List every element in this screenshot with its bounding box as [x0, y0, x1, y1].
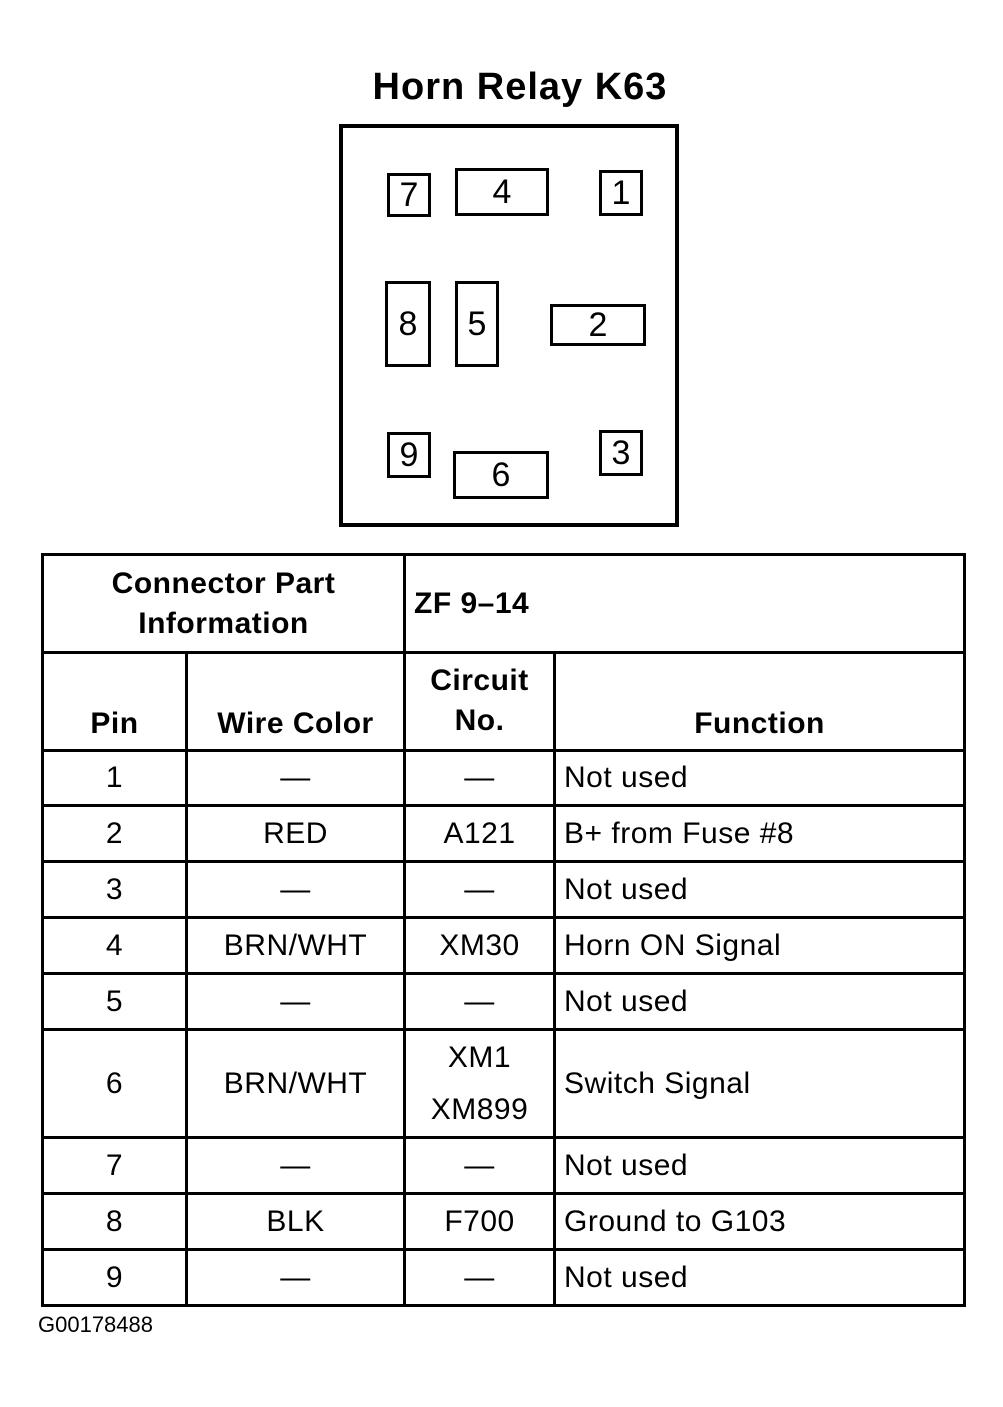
circuit-cell: —: [403, 972, 557, 1031]
function-cell: Switch Signal: [553, 1028, 967, 1139]
connector-info-row: Connector Part Information ZF 9–14: [40, 553, 967, 654]
table-row: 7 — — Not used: [41, 1136, 967, 1195]
header-circuit-line2: No.: [454, 704, 505, 737]
pin-cell: 8: [41, 1192, 188, 1251]
header-pin: Pin: [41, 651, 188, 752]
diagram-title: Horn Relay K63: [372, 66, 668, 108]
header-wire-color: Wire Color: [184, 651, 407, 752]
pin-cell: 5: [41, 972, 188, 1031]
pin-cell: 3: [41, 860, 188, 919]
table-row: 1 — — Not used: [41, 749, 967, 807]
function-cell: Ground to G103: [553, 1192, 967, 1251]
circuit-cell: —: [403, 1248, 557, 1307]
relay-connector-face: 7 4 1 8 5 2 9 6 3: [339, 124, 679, 527]
pin-cell: 4: [41, 916, 188, 975]
wire-color-cell: BLK: [184, 1192, 407, 1251]
circuit-line1: XM1: [447, 1040, 512, 1074]
wire-color-cell: BRN/WHT: [184, 916, 407, 975]
table-row: 3 — — Not used: [41, 860, 967, 919]
table-row: 4 BRN/WHT XM30 Horn ON Signal: [41, 916, 967, 975]
relay-pin-9: 9: [387, 432, 431, 478]
wire-color-cell: —: [184, 860, 407, 919]
figure-id: G00178488: [38, 1312, 153, 1337]
relay-pin-3: 3: [599, 430, 643, 476]
function-cell: Not used: [553, 972, 967, 1031]
table-row: 6 BRN/WHT XM1 XM899 Switch Signal: [41, 1028, 967, 1139]
pin-cell: 7: [41, 1136, 188, 1195]
table-row: 9 — — Not used: [41, 1248, 967, 1307]
pinout-table: Connector Part Information ZF 9–14 Pin W…: [40, 553, 967, 1307]
connector-label-line1: Connector Part: [111, 566, 336, 600]
pin-cell: 9: [41, 1248, 188, 1307]
relay-pin-2: 2: [550, 304, 646, 346]
header-row: Pin Wire Color Circuit No. Function: [41, 651, 967, 752]
circuit-cell: —: [403, 1136, 557, 1195]
wire-color-cell: BRN/WHT: [184, 1028, 407, 1139]
connector-part-value: ZF 9–14: [403, 553, 967, 654]
circuit-cell: F700: [403, 1192, 557, 1251]
function-cell: Not used: [553, 860, 967, 919]
relay-pin-7: 7: [387, 173, 431, 217]
wire-color-cell: —: [184, 749, 407, 807]
table-row: 8 BLK F700 Ground to G103: [41, 1192, 967, 1251]
table-row: 5 — — Not used: [41, 972, 967, 1031]
relay-pin-6: 6: [453, 451, 549, 499]
pin-cell: 2: [41, 804, 188, 863]
pin-cell: 1: [41, 749, 188, 807]
header-circuit-no: Circuit No.: [403, 651, 557, 752]
circuit-line2: XM899: [430, 1092, 529, 1126]
circuit-cell: —: [403, 860, 557, 919]
wire-color-cell: —: [184, 1136, 407, 1195]
function-cell: Not used: [553, 1136, 967, 1195]
table-row: 2 RED A121 B+ from Fuse #8: [41, 804, 967, 863]
relay-pin-8: 8: [385, 281, 431, 367]
circuit-cell: XM1 XM899: [403, 1028, 557, 1139]
function-cell: B+ from Fuse #8: [553, 804, 967, 863]
function-cell: Not used: [553, 749, 967, 807]
header-function: Function: [553, 651, 967, 752]
header-circuit-line1: Circuit: [430, 664, 529, 697]
connector-info-label: Connector Part Information: [40, 553, 407, 654]
wire-color-cell: —: [184, 972, 407, 1031]
relay-pin-1: 1: [599, 170, 643, 216]
function-cell: Horn ON Signal: [553, 916, 967, 975]
connector-label-line2: Information: [138, 606, 309, 640]
pin-cell: 6: [41, 1028, 188, 1139]
circuit-cell: A121: [403, 804, 557, 863]
relay-pin-4: 4: [455, 168, 549, 216]
circuit-cell: XM30: [403, 916, 557, 975]
wire-color-cell: RED: [184, 804, 407, 863]
circuit-cell: —: [403, 749, 557, 807]
function-cell: Not used: [553, 1248, 967, 1307]
relay-pin-5: 5: [455, 281, 499, 367]
wire-color-cell: —: [184, 1248, 407, 1307]
